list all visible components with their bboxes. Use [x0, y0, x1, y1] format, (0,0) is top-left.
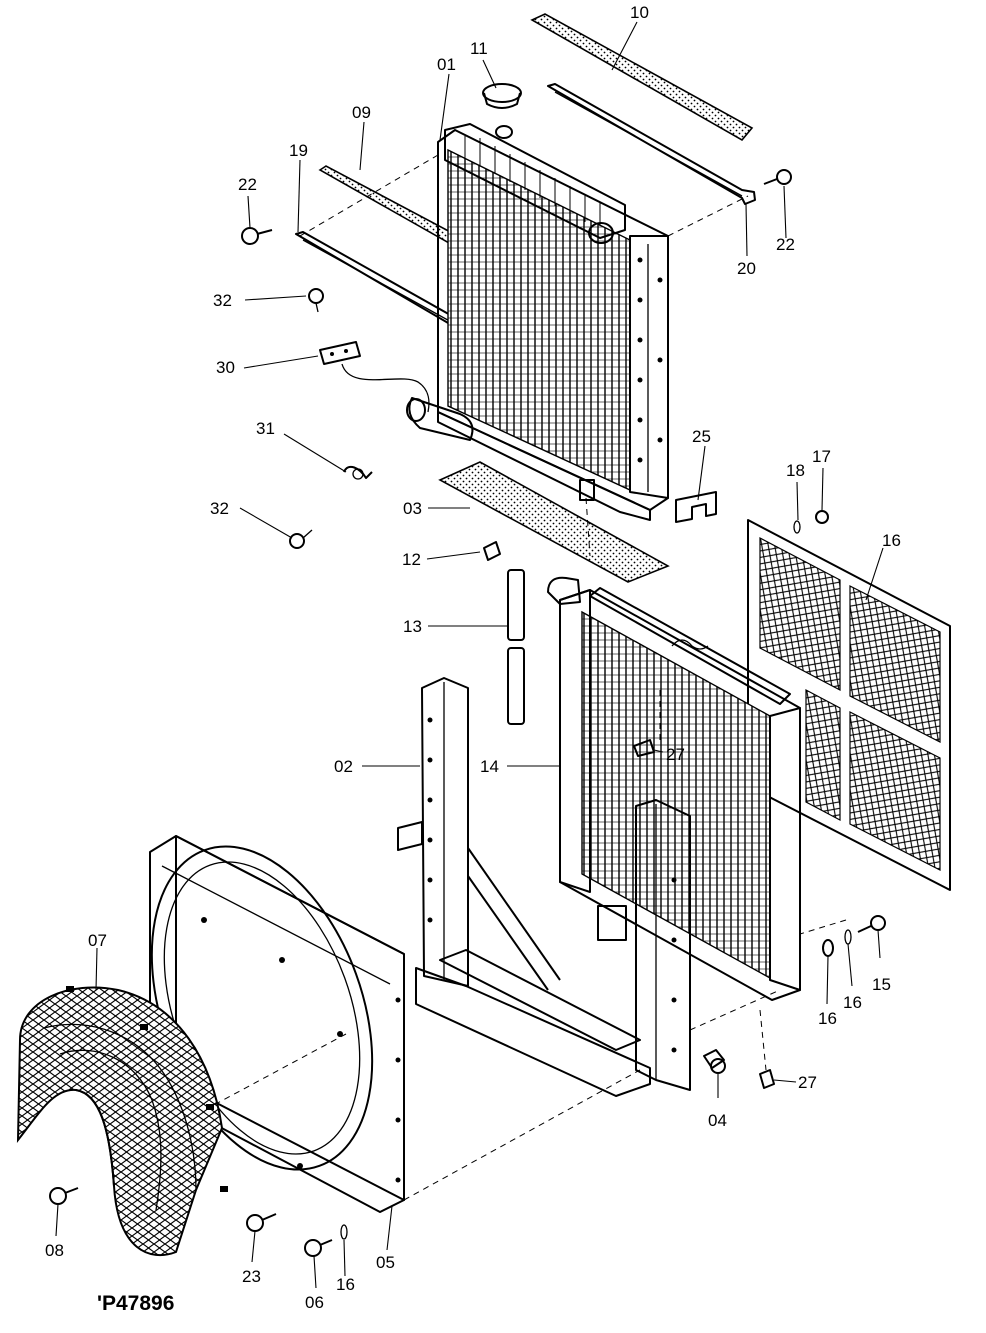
callout-11: 11 — [470, 39, 488, 58]
callout-16-lower: 16 — [336, 1275, 355, 1294]
callout-18: 16 — [882, 531, 901, 550]
callout-22-right: 20 — [737, 259, 756, 278]
top-left-bolt — [241, 227, 273, 245]
fan-guard-bolt — [49, 1187, 79, 1205]
callout-25: 25 — [692, 427, 711, 446]
upper-stay-rod — [547, 83, 756, 205]
callout-31: 31 — [256, 419, 275, 438]
callout-09: 09 — [352, 103, 371, 122]
callout-24: 23 — [242, 1267, 261, 1286]
radiator-cap — [482, 83, 522, 109]
washer-lower — [340, 1224, 348, 1240]
callout-30: 30 — [216, 358, 235, 377]
figure-reference: 'P47896 — [97, 1292, 174, 1315]
callout-06: 06 — [305, 1293, 324, 1312]
frame-bolt — [703, 1049, 726, 1074]
callout-22-left: 19 — [289, 141, 308, 160]
cooler-fitting-lower — [759, 1069, 775, 1089]
callout-15: 15 — [872, 975, 891, 994]
washer-right — [844, 929, 852, 945]
screen-washer — [793, 520, 801, 534]
shim-plate — [675, 491, 717, 523]
drain-hose — [507, 569, 525, 725]
top-seal-strip — [530, 13, 754, 142]
callout-19: 17 — [812, 447, 831, 466]
cooler-bolt — [857, 915, 886, 933]
callout-27-lower: 27 — [798, 1073, 817, 1092]
front-screen — [747, 519, 951, 891]
callout-27-upper: 27 — [666, 745, 685, 764]
drain-plug — [483, 541, 501, 561]
reservoir-tank — [406, 397, 474, 441]
grommet — [822, 939, 834, 957]
oil-cooler — [547, 576, 801, 1001]
callout-02: 02 — [334, 757, 353, 776]
lower-seal-strip — [438, 461, 670, 583]
callout-05: 05 — [376, 1253, 395, 1272]
top-right-bolt — [763, 169, 792, 185]
callout-labels: 10 11 01 09 19 22 20 22 32 30 31 32 03 1… — [45, 3, 901, 1312]
callout-04: 04 — [708, 1111, 727, 1130]
callout-32-upper: 32 — [213, 291, 232, 310]
callout-32-lower: 32 — [210, 499, 229, 518]
callout-13: 13 — [403, 617, 422, 636]
reservoir-bracket — [319, 341, 430, 413]
shroud-bolt — [246, 1213, 277, 1232]
hose-clamp — [343, 465, 373, 480]
assembly-lines — [211, 154, 847, 1201]
fan-guard — [16, 986, 228, 1257]
callout-20: 18 — [786, 461, 805, 480]
leader-lines — [55, 21, 884, 1289]
callout-08: 08 — [45, 1241, 64, 1260]
callout-10: 10 — [630, 3, 649, 22]
callout-17: 16 — [818, 1009, 837, 1028]
callout-23-left: 22 — [238, 175, 257, 194]
upper-bolt — [308, 288, 324, 313]
shroud-clamp-bolt — [304, 1239, 333, 1257]
callout-03: 03 — [403, 499, 422, 518]
callout-07: 07 — [88, 931, 107, 950]
lower-bolt — [289, 529, 313, 549]
screen-bolt — [815, 510, 829, 524]
mounting-frame — [397, 677, 691, 1097]
callout-01: 01 — [437, 55, 456, 74]
callout-23-right: 22 — [776, 235, 795, 254]
callout-16-right: 16 — [843, 993, 862, 1012]
radiator-assembly — [437, 123, 669, 521]
callout-12: 12 — [402, 550, 421, 569]
cooler-fitting-upper — [633, 739, 655, 757]
callout-14: 14 — [480, 757, 499, 776]
